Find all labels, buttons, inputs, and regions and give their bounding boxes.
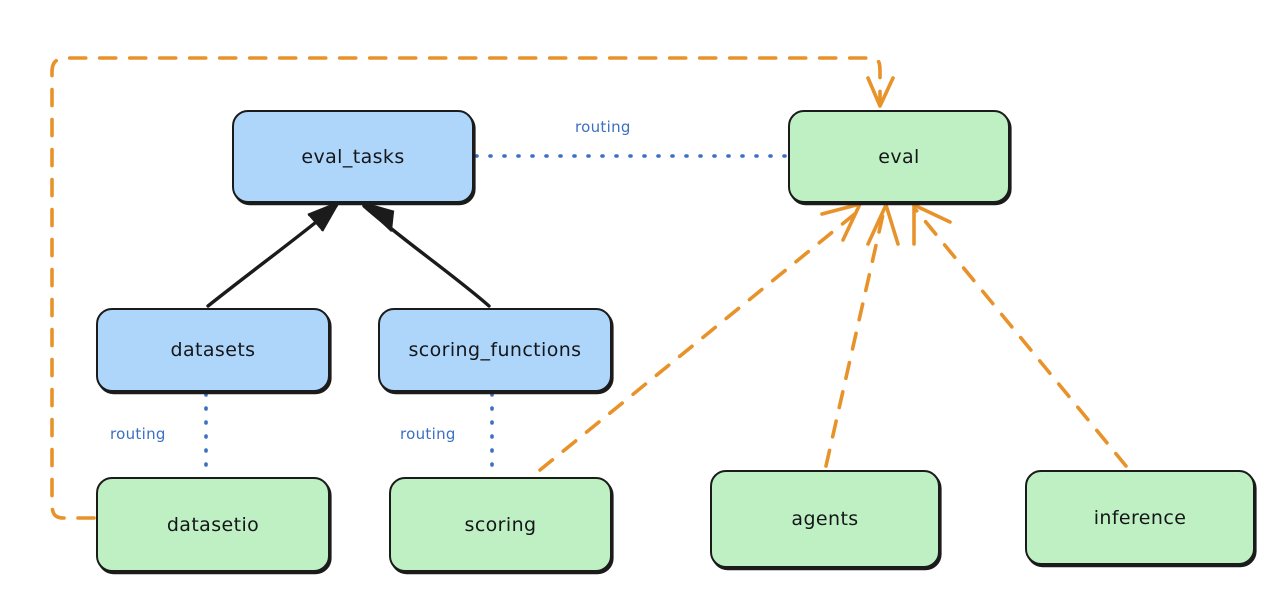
node-scoring[interactable]: scoring [389, 477, 612, 572]
node-agents[interactable]: agents [710, 470, 940, 568]
node-label-eval_tasks: eval_tasks [301, 145, 405, 168]
node-label-agents: agents [791, 508, 859, 530]
edge-agents-to-eval [824, 203, 900, 468]
edge-inference-to-eval [912, 203, 1128, 468]
edge-label-routing-scoring_functions-scoring: routing [400, 425, 456, 443]
node-label-scoring_functions: scoring_functions [408, 339, 582, 361]
edge-scoring_functions-to-eval_tasks [360, 201, 491, 308]
node-eval_tasks[interactable]: eval_tasks [232, 110, 474, 203]
node-eval[interactable]: eval [788, 110, 1010, 203]
edge-label-routing-datasets-datasetio: routing [110, 425, 166, 443]
node-label-eval: eval [878, 145, 920, 168]
node-datasetio[interactable]: datasetio [96, 477, 330, 572]
node-label-inference: inference [1093, 506, 1187, 529]
node-label-datasetio: datasetio [166, 513, 260, 536]
edge-datasets-to-eval_tasks [206, 201, 340, 308]
node-scoring_functions[interactable]: scoring_functions [378, 308, 612, 392]
node-label-datasets: datasets [170, 339, 256, 361]
node-datasets[interactable]: datasets [96, 308, 330, 392]
edge-label-routing-eval_tasks-eval: routing [575, 118, 631, 136]
node-inference[interactable]: inference [1025, 470, 1255, 565]
node-label-scoring: scoring [464, 513, 537, 536]
